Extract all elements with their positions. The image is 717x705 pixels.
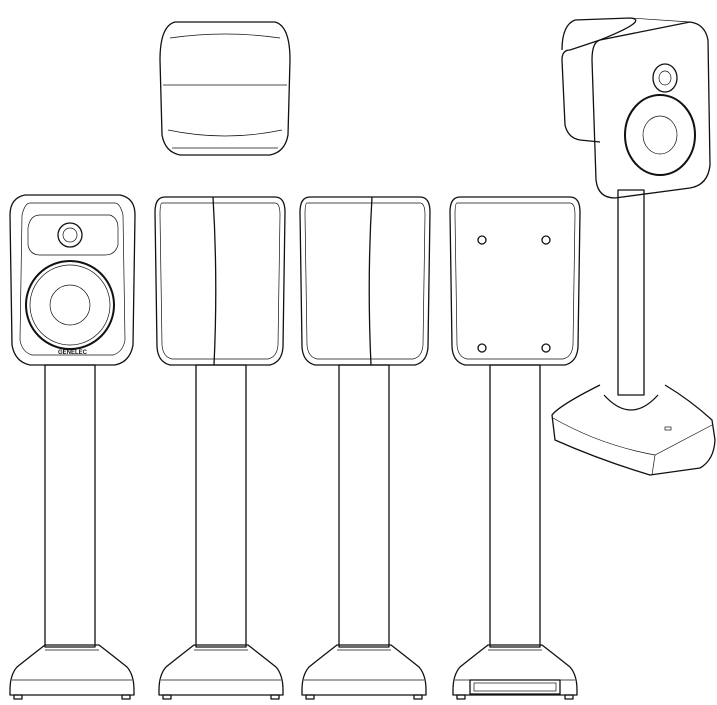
perspective-view [551,17,716,476]
brand-logo: GENELEC [58,350,88,356]
left-side-view [154,196,286,700]
right-side-view [299,196,431,700]
top-view [159,21,291,156]
front-view: GENELEC [9,194,136,700]
back-view [449,196,581,700]
